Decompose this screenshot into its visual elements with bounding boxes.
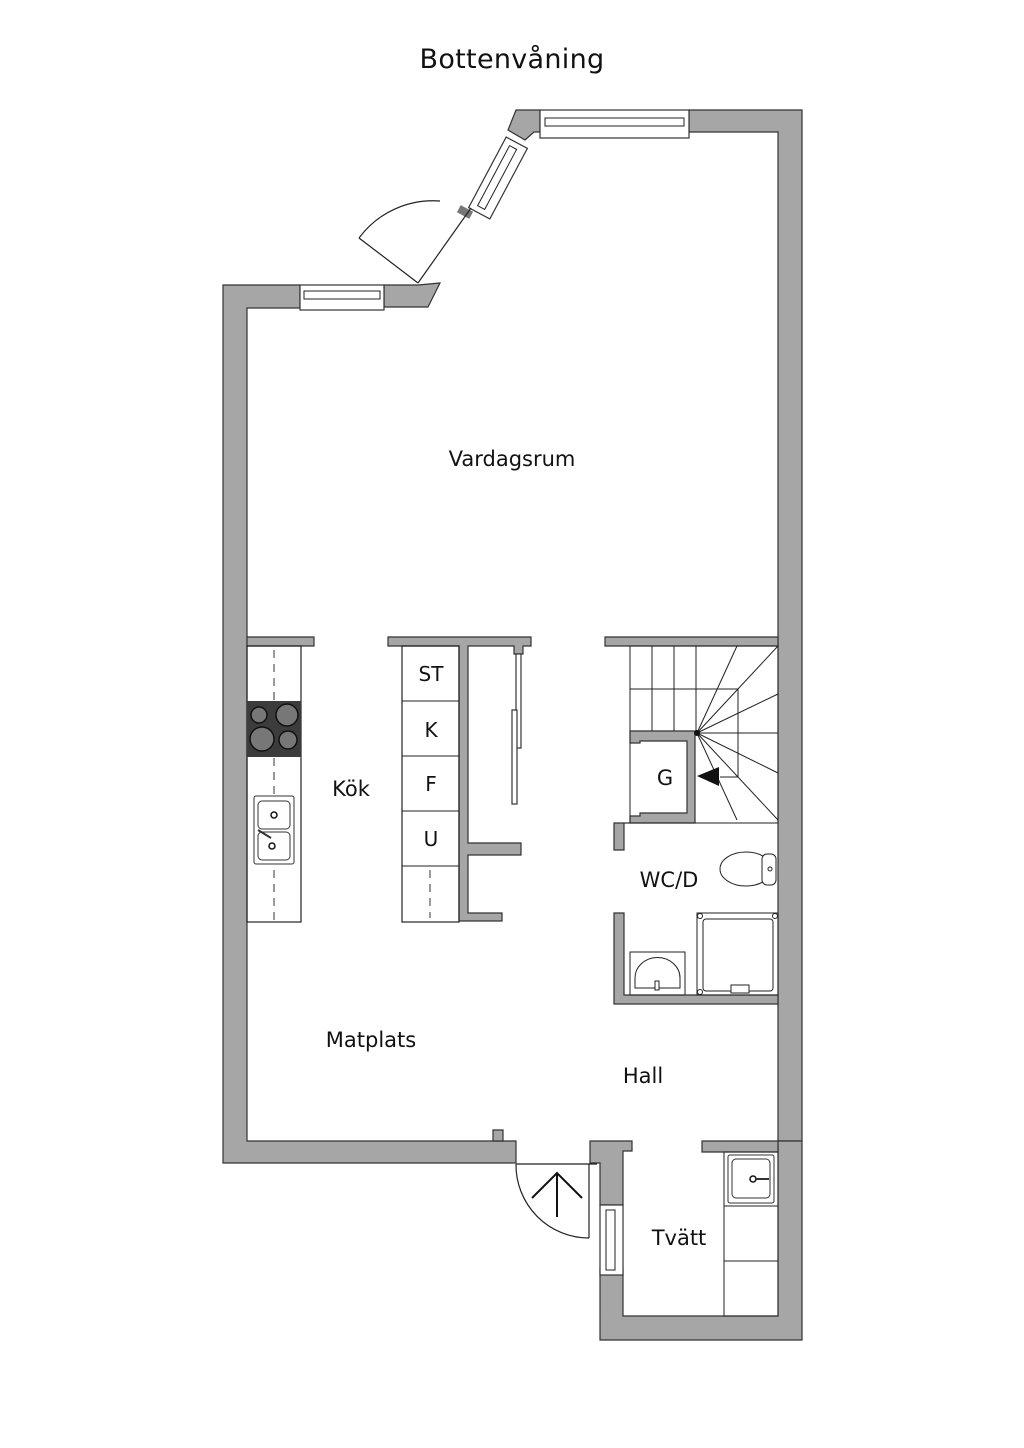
room-label-hall: Hall	[622, 1064, 664, 1088]
washbasin	[629, 951, 686, 996]
cabinet-label-k: K	[424, 718, 438, 742]
cabinet-label-st: ST	[418, 662, 444, 686]
room-label-tvatt: Tvätt	[651, 1226, 707, 1250]
kitchen-counter	[246, 645, 302, 923]
room-label-wcd: WC/D	[639, 868, 699, 892]
interior-walls	[246, 636, 779, 1005]
sink	[253, 795, 295, 865]
entrance-door	[515, 1163, 597, 1239]
balcony-door	[358, 200, 472, 284]
cabinet-label-f: F	[425, 772, 437, 796]
cabinet-column	[401, 645, 460, 923]
windows	[299, 109, 690, 1276]
toilet	[719, 851, 777, 887]
floor-title: Bottenvåning	[419, 44, 605, 75]
cabinet-label-u: U	[423, 827, 439, 851]
stair-direction-arrow-icon	[697, 767, 719, 786]
room-label-kok: Kök	[332, 777, 370, 801]
room-label-vardagsrum: Vardagsrum	[448, 447, 576, 471]
staircase	[629, 645, 779, 824]
room-label-g: G	[656, 766, 674, 790]
sliding-doors	[511, 653, 522, 805]
laundry-counter	[723, 1151, 779, 1317]
room-label-matplats: Matplats	[325, 1028, 417, 1052]
shower	[696, 912, 779, 996]
